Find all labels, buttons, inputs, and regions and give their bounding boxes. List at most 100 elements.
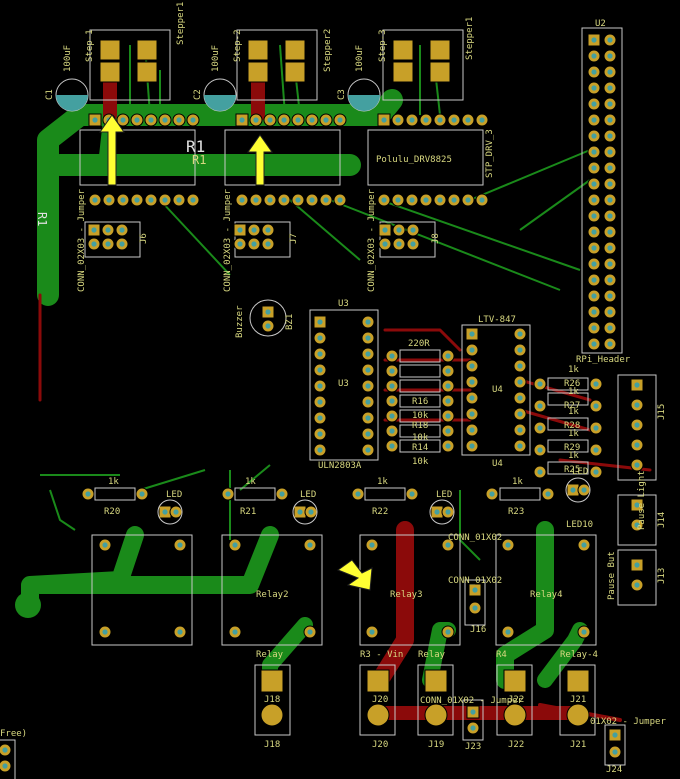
pad <box>589 443 603 457</box>
label-1k-e: 1k <box>568 451 579 461</box>
pad <box>303 625 317 639</box>
label-r14: R14 <box>412 443 428 453</box>
pad <box>351 487 365 501</box>
pad <box>365 538 379 552</box>
label-conn01x02-jumper: CONN_01X02 - Jumper <box>420 696 524 706</box>
pad <box>541 487 555 501</box>
pad <box>186 193 200 207</box>
pad <box>313 315 327 329</box>
pad <box>313 347 327 361</box>
label-r3-vin: R3 - Vin <box>360 650 403 660</box>
pad <box>603 225 617 239</box>
pad <box>277 193 291 207</box>
pad <box>433 193 447 207</box>
pad <box>587 257 601 271</box>
pad <box>587 209 601 223</box>
pad <box>533 377 547 391</box>
pad <box>233 223 247 237</box>
pad <box>433 113 447 127</box>
pad <box>0 743 12 757</box>
pad <box>377 113 391 127</box>
pad <box>305 113 319 127</box>
pad <box>130 193 144 207</box>
pad <box>587 81 601 95</box>
red-traces <box>38 63 652 722</box>
pad <box>447 193 461 207</box>
label-j23: J23 <box>465 742 481 752</box>
label-conn-jumper-3: CONN_02X03 - Jumper <box>367 188 377 292</box>
label-j20b: J20 <box>372 740 388 750</box>
pad <box>228 538 242 552</box>
pad <box>603 113 617 127</box>
buzzer-outline <box>249 299 287 337</box>
pad <box>430 505 444 519</box>
pad <box>304 505 318 519</box>
pad <box>102 193 116 207</box>
label-stepper2: Stepper2 <box>323 29 333 72</box>
pad <box>441 379 455 393</box>
pad <box>98 625 112 639</box>
label-conn-jumper-1: CONN_02X03 - Jumper <box>77 188 87 292</box>
label-r23: R23 <box>508 507 524 517</box>
pad <box>501 538 515 552</box>
pad <box>513 375 527 389</box>
power-pad <box>15 592 41 618</box>
label-j19: J19 <box>428 740 444 750</box>
pad <box>441 625 455 639</box>
label-1k-a: 1k <box>568 365 579 375</box>
label-stp-drv3: STP_DRV_3 <box>485 129 495 178</box>
pad <box>406 223 420 237</box>
screw-terminals <box>0 579 626 779</box>
pad <box>263 193 277 207</box>
capacitors <box>55 78 381 112</box>
stepper-modules <box>79 29 484 258</box>
label-j16: J16 <box>470 625 486 635</box>
label-r29: R29 <box>564 443 580 453</box>
label-relay-a: Relay <box>256 650 284 660</box>
pad <box>603 65 617 79</box>
pad <box>501 625 515 639</box>
pad <box>465 391 479 405</box>
label-r22: R22 <box>372 507 388 517</box>
pad <box>291 193 305 207</box>
pad <box>361 427 375 441</box>
pad <box>589 465 603 479</box>
rpi-header-outline <box>581 27 623 354</box>
pad <box>361 347 375 361</box>
pad <box>261 319 275 333</box>
pad <box>361 315 375 329</box>
label-j7: J7 <box>289 233 299 244</box>
pad <box>465 327 479 341</box>
pad <box>116 113 130 127</box>
pad <box>587 97 601 111</box>
label-j20a: J20 <box>372 695 388 705</box>
pad <box>313 379 327 393</box>
pad <box>88 193 102 207</box>
pad <box>513 391 527 405</box>
annotation-arrows <box>99 114 373 591</box>
pad <box>630 518 644 532</box>
pad <box>313 427 327 441</box>
pad <box>405 487 419 501</box>
pad <box>391 113 405 127</box>
pad <box>468 583 482 597</box>
label-r28: R28 <box>564 421 580 431</box>
pad <box>333 113 347 127</box>
label-10k-c: 10k <box>412 457 429 467</box>
pad <box>603 97 617 111</box>
label-r1-large: R1 <box>186 137 205 156</box>
label-1k-b: 1k <box>568 387 579 397</box>
pad <box>587 161 601 175</box>
pad <box>115 223 129 237</box>
pad <box>630 558 644 572</box>
pad <box>577 625 591 639</box>
pad <box>158 505 172 519</box>
pad <box>587 33 601 47</box>
pad <box>485 487 499 501</box>
label-led10: LED10 <box>566 520 593 530</box>
pad <box>603 209 617 223</box>
pad <box>513 343 527 357</box>
pad <box>533 421 547 435</box>
label-u2: U2 <box>595 19 606 29</box>
